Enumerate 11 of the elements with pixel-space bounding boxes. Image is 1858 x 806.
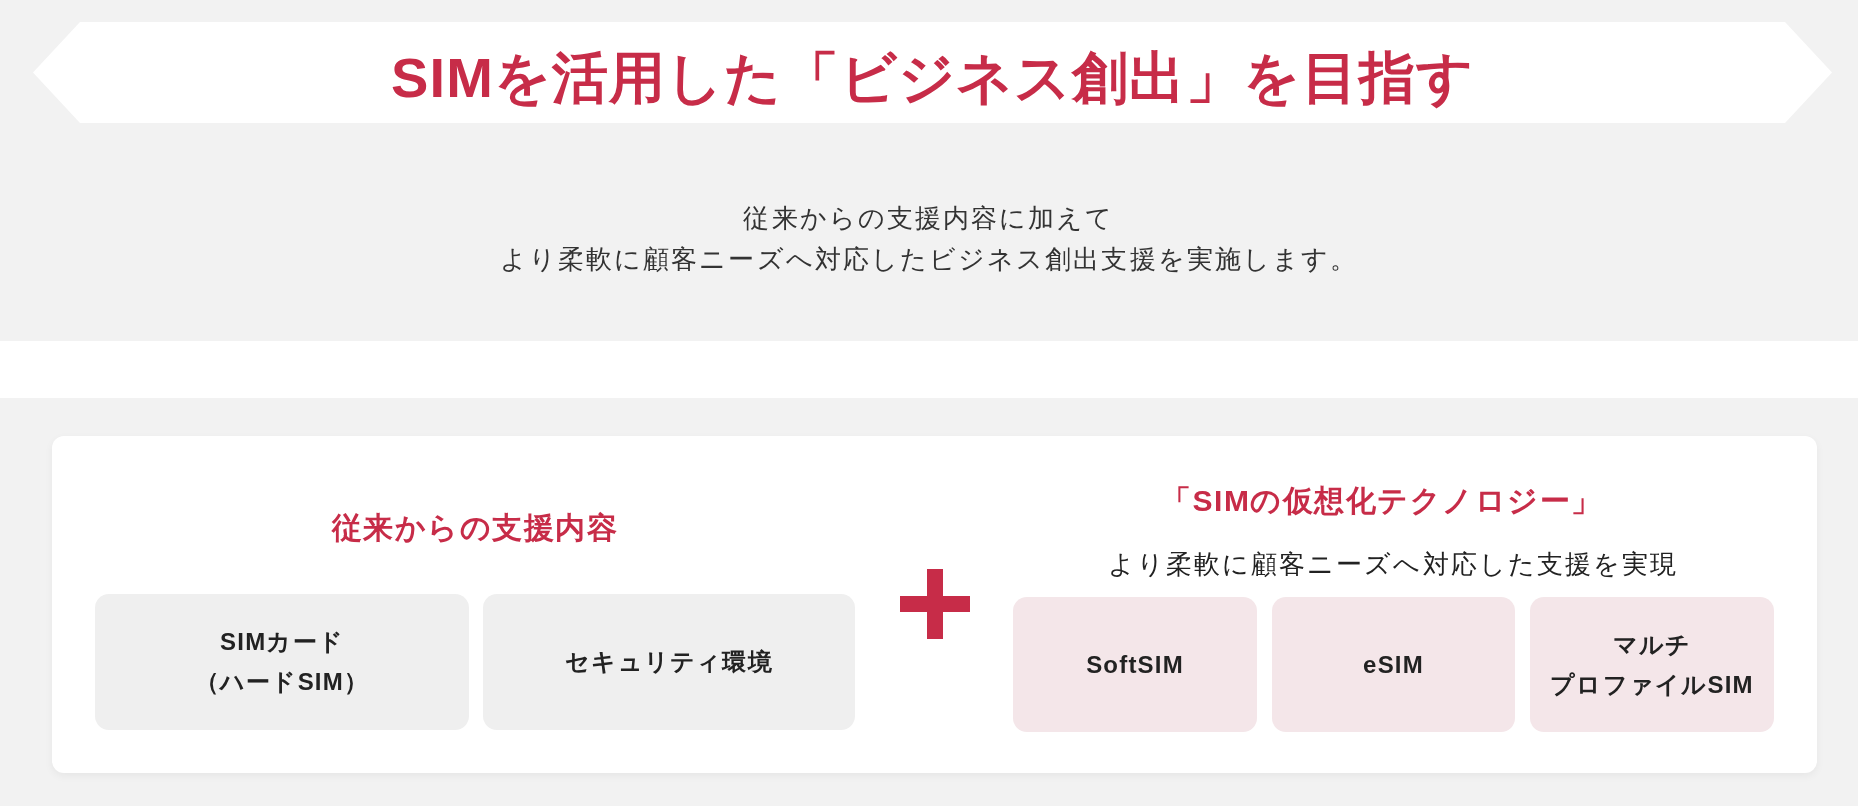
section-heading: 「SIMの仮想化テクノロジー」 xyxy=(1161,483,1603,520)
title-banner: SIMを活用した「ビジネス創出」を目指す xyxy=(33,22,1832,123)
feature-box: eSIM xyxy=(1272,597,1515,732)
feature-box: SIMカード（ハードSIM） xyxy=(95,594,469,730)
intro-text: 従来からの支援内容に加えてより柔軟に顧客ニーズへ対応したビジネス創出支援を実施します。 xyxy=(498,202,1360,276)
card-panel xyxy=(52,436,1817,773)
section-description: より柔軟に顧客ニーズへ対応した支援を実現 xyxy=(1107,547,1679,581)
section-heading: 従来からの支援内容 xyxy=(331,510,619,547)
feature-box: セキュリティ環境 xyxy=(483,594,855,730)
feature-box: マルチプロファイルSIM xyxy=(1530,597,1774,732)
feature-box: SoftSIM xyxy=(1013,597,1257,732)
